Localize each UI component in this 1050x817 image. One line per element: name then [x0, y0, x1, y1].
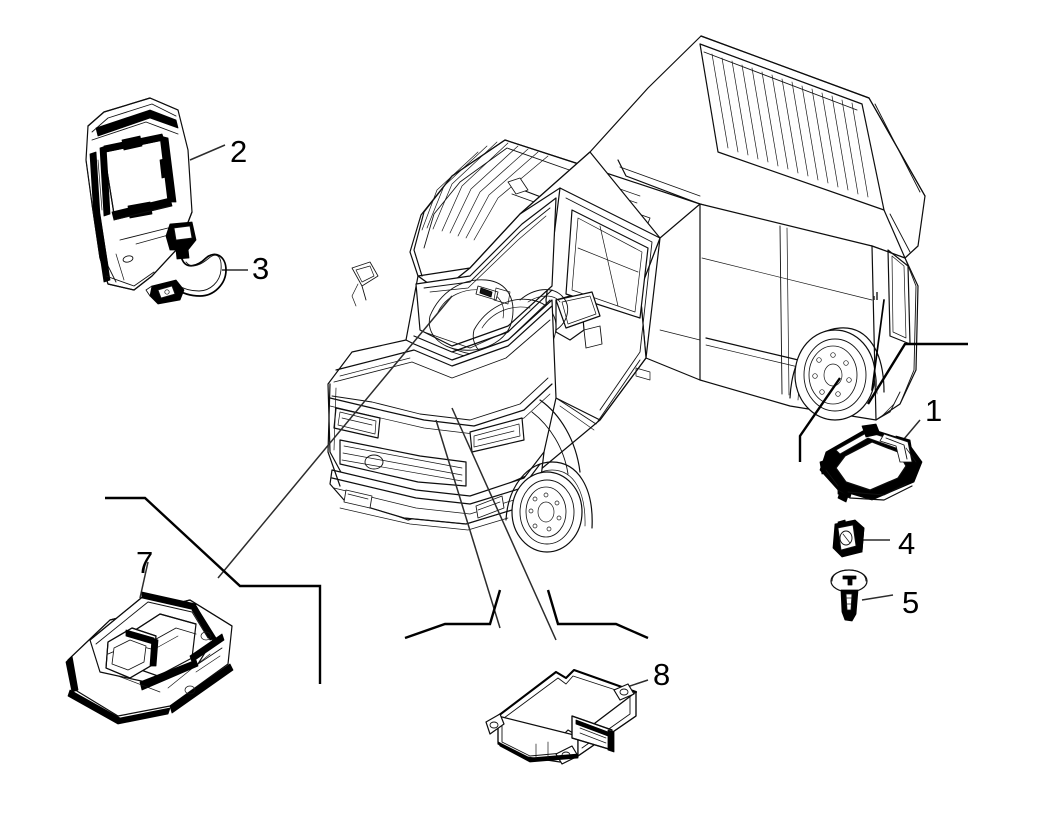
callout-label-8: 8	[653, 657, 671, 692]
leader-bracket-centre	[404, 589, 502, 640]
leader-to-part-8-pointer	[451, 407, 557, 641]
leader-to-label-2	[189, 144, 226, 161]
part-7-impact-sensor-housing	[65, 591, 234, 725]
leader-bracket-left	[105, 496, 322, 684]
callout-label-3: 3	[252, 251, 270, 286]
callout-label-1: 1	[925, 393, 943, 428]
leader-bracket-right	[866, 342, 968, 405]
callout-label-5: 5	[902, 585, 920, 620]
part-3-airbag-jumper-harness	[145, 221, 227, 305]
leader-lines	[105, 144, 968, 693]
leader-bracket-centre-b	[546, 589, 649, 640]
leader-to-part-8-pointer-b	[435, 419, 501, 629]
leader-to-label-5	[861, 594, 894, 601]
front-wheel	[511, 471, 583, 553]
callout-label-2: 2	[230, 134, 248, 169]
part-8-airbag-control-module	[485, 668, 638, 765]
van-body-side	[639, 203, 919, 421]
pointer-wheel-arch-hook	[871, 299, 885, 391]
van-front-end	[327, 261, 641, 553]
leader-to-label-7	[139, 561, 149, 599]
vehicle-illustration	[327, 35, 926, 553]
leader-to-part-7-pointer	[217, 295, 453, 579]
part-5-push-pin-rivet	[830, 569, 868, 622]
part-4-retaining-clip	[832, 519, 865, 558]
rear-wheel	[794, 329, 876, 421]
leader-bracket-right-b	[798, 377, 841, 462]
callout-label-7: 7	[136, 545, 154, 580]
part-1-occupant-restraint-module	[819, 423, 923, 503]
callout-label-4: 4	[898, 526, 916, 561]
part-2-side-airbag-bracket	[85, 97, 193, 291]
